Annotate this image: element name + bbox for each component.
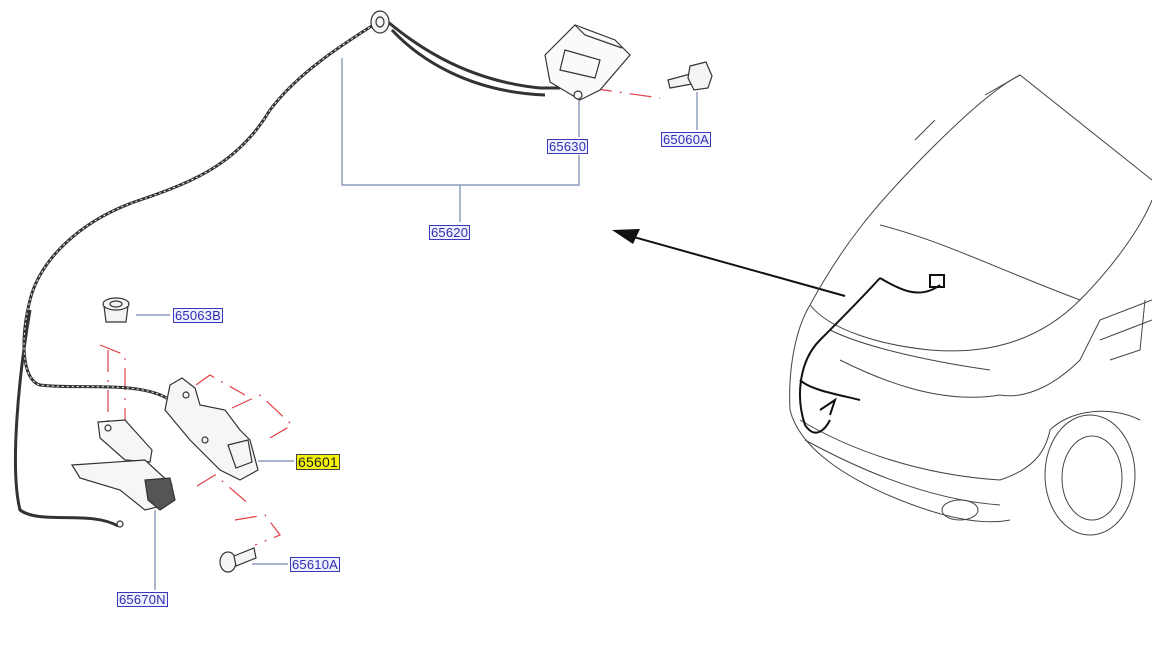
- clip-65063b-icon: [102, 297, 130, 323]
- location-arrow: [612, 229, 846, 297]
- part-label-65060a[interactable]: 65060A: [661, 132, 712, 147]
- alignment-lines: [99, 87, 661, 546]
- safety-catch-icon: [70, 419, 176, 528]
- vehicle-outline: [789, 74, 1152, 536]
- hood-lock-icon: [164, 377, 259, 481]
- grommet-icon: [370, 10, 390, 34]
- part-label-65601[interactable]: 65601: [296, 454, 340, 470]
- leader-lines: [136, 58, 698, 590]
- part-label-65610a[interactable]: 65610A: [290, 557, 341, 572]
- part-label-65670n[interactable]: 65670N: [117, 592, 168, 607]
- part-label-65620[interactable]: 65620: [429, 225, 471, 240]
- vehicle-cable-highlight: [799, 274, 945, 434]
- release-handle-icon: [544, 24, 631, 101]
- part-label-65630[interactable]: 65630: [547, 139, 589, 154]
- part-label-65063b[interactable]: 65063B: [173, 308, 224, 323]
- bolt-65610a-icon: [219, 547, 257, 573]
- hood-release-cable: [13, 20, 560, 528]
- bolt-65060a-icon: [667, 61, 713, 91]
